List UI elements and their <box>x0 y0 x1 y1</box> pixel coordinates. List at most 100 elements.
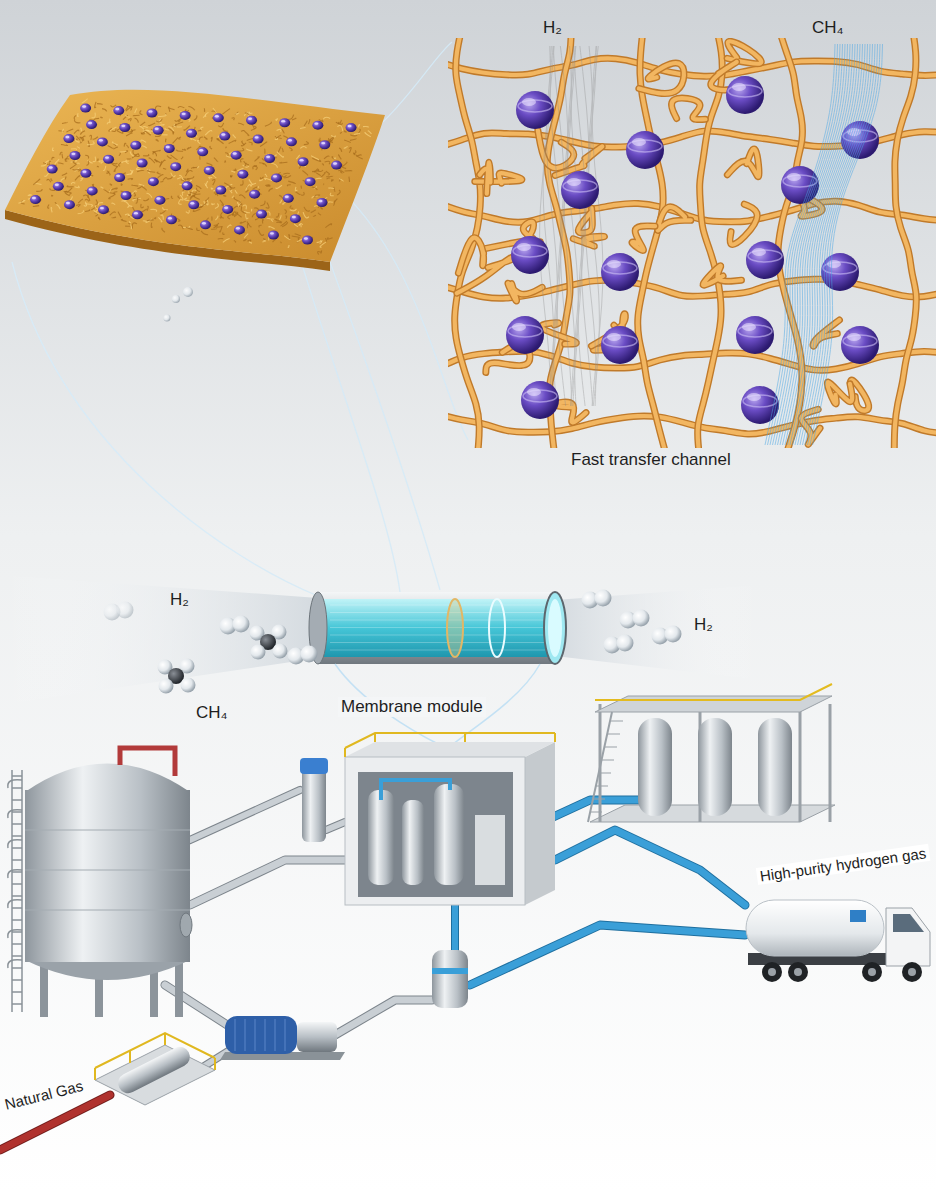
polymer-strand-shadow <box>639 63 684 94</box>
pipe <box>190 790 300 840</box>
fiber <box>244 234 248 238</box>
fiber <box>290 209 297 211</box>
polymer-strand-shadow <box>457 257 515 293</box>
embedded-particle <box>154 196 165 205</box>
fiber <box>62 122 67 123</box>
fiber <box>176 122 184 127</box>
sphere-highlight <box>787 173 801 181</box>
fiber <box>109 195 114 198</box>
fiber <box>338 171 344 173</box>
ladder-rail <box>11 770 13 1012</box>
wheel-hub <box>794 968 802 976</box>
fiber <box>267 185 270 187</box>
frame-post <box>799 704 802 822</box>
fiber <box>201 231 208 235</box>
fiber <box>180 195 183 200</box>
streamline <box>550 46 561 406</box>
fiber <box>158 217 161 221</box>
fiber <box>52 157 55 160</box>
hydrogen-atom <box>251 645 266 660</box>
fiber <box>125 214 129 216</box>
fiber <box>155 159 161 163</box>
frame-post <box>829 704 832 822</box>
particle-highlight <box>314 122 318 124</box>
tube-opening <box>544 592 566 664</box>
fiber <box>165 128 169 130</box>
fiber <box>114 166 117 171</box>
streamline <box>553 46 564 406</box>
embedded-particle <box>290 214 301 223</box>
fiber <box>287 185 290 186</box>
embedded-particle <box>264 154 275 163</box>
fiber <box>227 225 231 228</box>
fiber <box>231 171 234 172</box>
particle-highlight <box>184 183 188 185</box>
fiber <box>167 156 171 159</box>
cage-sphere <box>746 241 784 279</box>
fiber <box>197 166 199 168</box>
fiber <box>262 219 263 223</box>
fiber <box>78 210 84 214</box>
truck-cab <box>886 908 930 966</box>
motor-fin <box>275 1019 276 1051</box>
fiber <box>108 145 113 148</box>
particle-highlight <box>182 113 186 115</box>
particle-highlight <box>236 227 240 229</box>
module-vessel <box>368 790 394 885</box>
fiber <box>66 129 73 132</box>
tank-logo <box>850 910 866 922</box>
fiber <box>363 126 369 128</box>
fiber <box>71 149 77 150</box>
fiber <box>204 137 207 139</box>
railing-post <box>129 1050 131 1063</box>
fiber <box>156 125 164 126</box>
fiber <box>327 177 330 179</box>
fiber <box>230 175 232 177</box>
fiber <box>188 106 194 110</box>
fiber <box>143 209 147 212</box>
fiber <box>76 204 80 206</box>
fiber <box>329 163 331 164</box>
fiber <box>157 172 161 174</box>
fiber <box>74 116 76 120</box>
fiber <box>135 108 137 113</box>
fiber <box>87 194 88 198</box>
fiber <box>220 217 224 218</box>
fiber <box>133 198 141 201</box>
fiber <box>365 132 371 136</box>
motor-pump <box>220 1016 345 1060</box>
cage-sphere <box>601 326 639 364</box>
fiber <box>299 224 303 226</box>
polymer-strand-shadow <box>730 204 757 244</box>
fiber <box>187 147 191 149</box>
fiber <box>156 119 162 122</box>
embedded-particle <box>64 200 75 209</box>
fiber <box>344 140 350 143</box>
polymer-strand-shadow <box>703 266 741 286</box>
embedded-particle <box>63 134 74 143</box>
cage-sphere <box>506 316 544 354</box>
module-vessel <box>434 784 464 885</box>
ladder-rung <box>12 787 22 789</box>
fiber <box>140 110 143 114</box>
fiber <box>288 181 295 183</box>
gas-stream <box>0 575 318 705</box>
gas-bubble <box>183 287 193 297</box>
gas-bubble <box>172 295 180 303</box>
embedded-particle <box>103 155 114 164</box>
fiber <box>171 173 176 177</box>
sheet-texture <box>18 99 371 255</box>
fiber <box>111 163 118 166</box>
embedded-particle <box>153 126 164 135</box>
fiber <box>251 209 252 211</box>
fiber <box>154 159 157 161</box>
fiber <box>273 240 276 243</box>
fiber <box>217 139 219 140</box>
fiber <box>118 212 121 217</box>
fiber <box>112 142 117 145</box>
stair <box>588 712 612 822</box>
fiber <box>223 239 230 243</box>
fiber <box>175 118 182 121</box>
control-cabinet <box>475 815 505 885</box>
ladder-rung <box>12 859 22 861</box>
